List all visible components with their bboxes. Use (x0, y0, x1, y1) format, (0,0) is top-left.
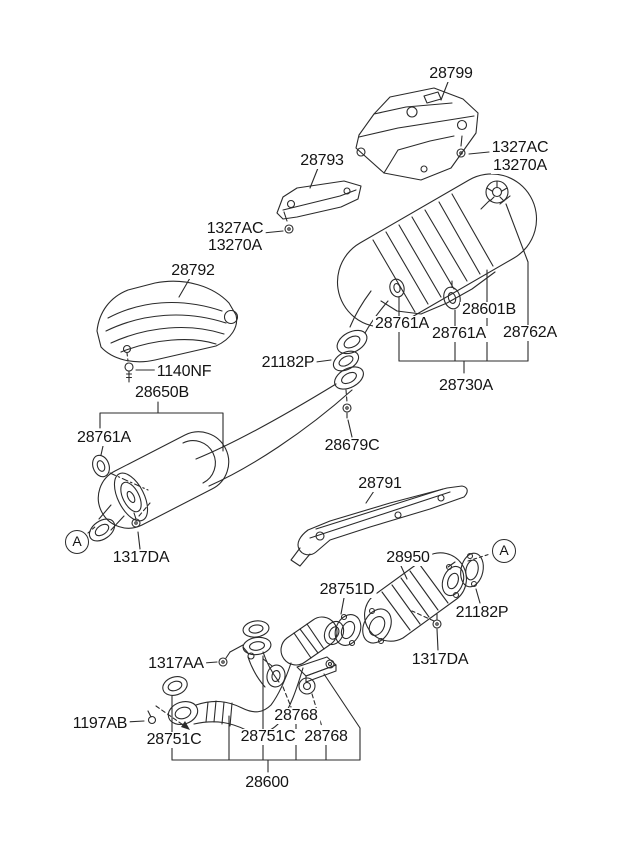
part-label-28799: 28799 (427, 65, 475, 82)
bolt-1317DA-right (411, 610, 442, 651)
part-28791-heat-protector (290, 485, 468, 567)
bolt-1140NF (124, 362, 156, 383)
part-28751D-gasket (334, 597, 362, 647)
part-21182P-gasket-upper (315, 329, 368, 390)
part-label-28761A-rear-pipe: 28761A (373, 315, 431, 332)
part-label-1317DA-right: 1317DA (409, 651, 471, 668)
part-28950-catalytic-converter (362, 552, 467, 645)
bolt-1327AC-left (262, 211, 294, 234)
part-28751C-gasket-right (242, 620, 270, 638)
part-28799-heat-protector (355, 81, 479, 181)
part-label-28768-lower: 28768 (302, 728, 350, 745)
part-28761A-hanger-rear (443, 280, 461, 310)
part-label-28768-upper: 28768 (272, 707, 320, 724)
part-label-13270A-right: 13270A (491, 157, 549, 174)
part-label-28751D: 28751D (317, 581, 377, 598)
part-label-21182P-upper: 21182P (259, 354, 317, 371)
leader-view-a-left (87, 525, 97, 534)
part-label-28761A-center: 28761A (75, 429, 133, 446)
bolt-1327AC-right (456, 135, 490, 158)
part-label-28751C-right: 28751C (238, 728, 298, 745)
part-label-1140NF: 1140NF (154, 363, 214, 380)
part-28768-hanger-rubber (261, 657, 292, 708)
leader-28950 (400, 565, 408, 580)
part-label-28791: 28791 (356, 475, 404, 492)
part-label-13270A-left: 13270A (206, 237, 264, 254)
leader-28799 (440, 81, 449, 101)
part-label-28751C-left: 28751C (144, 731, 204, 748)
part-28762A-hanger-ring (480, 180, 509, 210)
part-28793-heat-protector (276, 167, 362, 220)
part-label-1317AA: 1317AA (146, 655, 206, 672)
part-21182P-gasket-lower (460, 552, 491, 604)
part-label-28793: 28793 (298, 152, 346, 169)
part-label-28761A-rear-hanger: 28761A (430, 325, 488, 342)
part-label-1197AB: 1197AB (70, 715, 130, 732)
bolt-28679C (342, 389, 353, 438)
part-28751C-gasket-left (162, 676, 188, 696)
part-label-1327AC-left: 1327AC (204, 220, 266, 237)
leader-28791 (365, 490, 375, 504)
view-marker-view-a-left: A (65, 530, 89, 554)
leader-28793 (309, 167, 319, 189)
leader-view-a-right (467, 553, 491, 562)
part-28650B-center-muffler (88, 383, 353, 542)
leader-28792 (178, 277, 191, 298)
bolt-1317DA-left (131, 502, 151, 550)
part-label-28679C: 28679C (322, 437, 382, 454)
part-28600-front-pipe (162, 616, 345, 734)
part-label-28601B: 28601B (460, 301, 518, 318)
part-label-28650B: 28650B (133, 384, 191, 401)
part-28792-heat-protector (96, 277, 239, 363)
bolt-1317AA (203, 644, 244, 667)
bolt-1197AB (125, 705, 190, 730)
part-label-28730A: 28730A (437, 377, 495, 394)
part-label-1317DA-left: 1317DA (110, 549, 172, 566)
part-28761A-hanger-center (92, 445, 149, 491)
part-label-28950: 28950 (384, 549, 432, 566)
part-label-21182P-lower: 21182P (453, 604, 511, 621)
part-label-1327AC-right: 1327AC (489, 139, 551, 156)
part-label-28762A: 28762A (501, 324, 559, 341)
part-label-28600: 28600 (243, 774, 291, 791)
group-bracket-28650B (99, 401, 224, 452)
part-label-28792: 28792 (169, 262, 217, 279)
view-marker-view-a-right: A (492, 539, 516, 563)
